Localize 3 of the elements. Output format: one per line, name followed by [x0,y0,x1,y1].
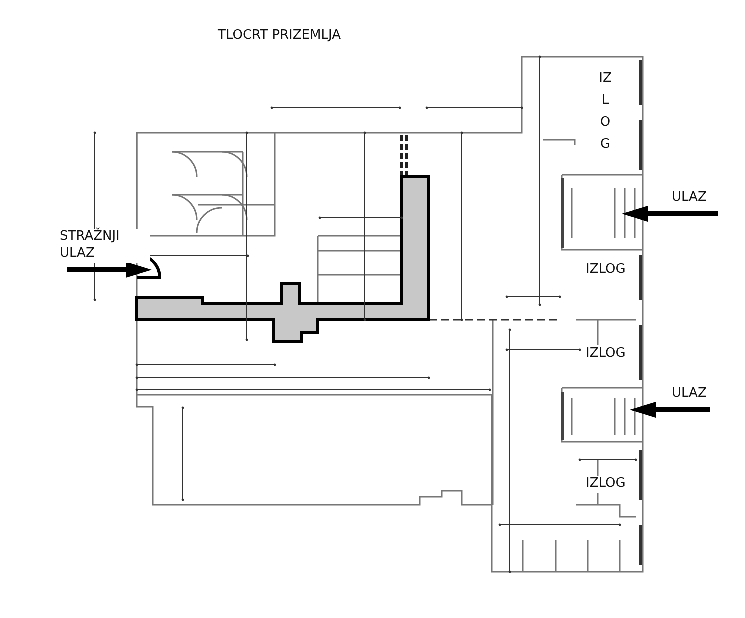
plan-title: TLOCRT PRIZEMLJA [218,28,341,45]
entrance-label: STRAŽNJI ULAZ [60,229,150,263]
shop-window-label: IZLOG [586,476,626,493]
